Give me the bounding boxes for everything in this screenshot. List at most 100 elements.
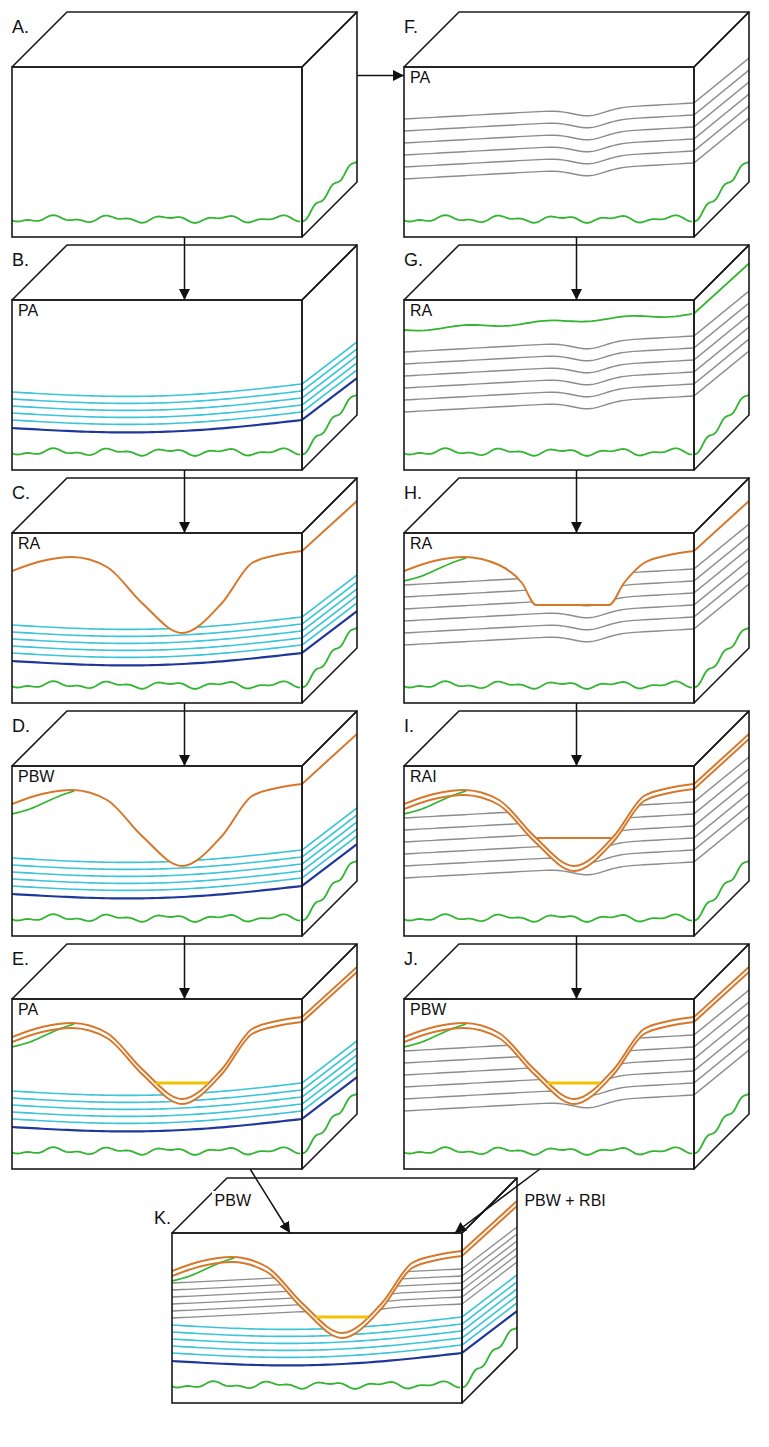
grey-stratum bbox=[694, 572, 749, 617]
grey-stratum bbox=[462, 1262, 517, 1304]
grey-stratum bbox=[404, 826, 694, 842]
panel-letter: I. bbox=[404, 717, 414, 735]
block-top bbox=[12, 12, 357, 67]
grey-stratum bbox=[404, 384, 694, 400]
basement-line bbox=[302, 861, 357, 921]
basement-line bbox=[12, 448, 300, 456]
grey-stratum bbox=[172, 1269, 462, 1283]
block-side bbox=[302, 478, 357, 703]
grey-stratum bbox=[694, 817, 749, 862]
block-front bbox=[404, 67, 694, 237]
stage-label: RA bbox=[410, 536, 432, 552]
valley-fill-top bbox=[548, 1082, 600, 1085]
blue-stratum bbox=[172, 1338, 462, 1350]
blue-stratum bbox=[12, 857, 302, 869]
grey-stratum bbox=[694, 351, 749, 396]
blue-stratum bbox=[12, 405, 302, 417]
stage-label: RAI bbox=[410, 769, 437, 785]
blue-stratum bbox=[12, 624, 302, 636]
grey-stratum bbox=[404, 127, 694, 143]
blue-stratum bbox=[12, 864, 302, 876]
panel-letter: D. bbox=[12, 717, 30, 735]
blue-stratum bbox=[302, 603, 357, 645]
block-panel: I.RAI bbox=[404, 766, 749, 936]
surface-line bbox=[404, 314, 692, 331]
block-front bbox=[12, 67, 302, 237]
flow-arrow bbox=[184, 936, 186, 999]
block-front bbox=[12, 533, 302, 703]
block-front bbox=[404, 999, 694, 1169]
grey-stratum bbox=[694, 118, 749, 163]
basement-line bbox=[404, 1147, 692, 1155]
grey-stratum bbox=[462, 1255, 517, 1297]
grey-stratum bbox=[694, 70, 749, 115]
blue-stratum bbox=[12, 645, 302, 657]
stage-label: PBW bbox=[410, 1002, 446, 1018]
blue-stratum bbox=[12, 391, 302, 403]
block-side bbox=[302, 944, 357, 1169]
blue-stratum bbox=[12, 412, 302, 424]
blue-stratum bbox=[12, 871, 302, 883]
grey-stratum bbox=[694, 805, 749, 850]
panel-letter: B. bbox=[12, 251, 29, 269]
flow-arrow bbox=[576, 237, 578, 300]
rock-block bbox=[172, 1178, 517, 1403]
grey-stratum bbox=[694, 58, 749, 103]
surface-line bbox=[694, 264, 749, 314]
blue-stratum bbox=[12, 398, 302, 410]
grey-stratum bbox=[694, 1014, 749, 1059]
basement-line bbox=[172, 1381, 460, 1389]
grey-stratum bbox=[404, 617, 694, 633]
grey-stratum bbox=[694, 291, 749, 336]
block-side bbox=[302, 245, 357, 470]
block-front bbox=[12, 999, 302, 1169]
grey-stratum bbox=[404, 163, 694, 179]
basement-line bbox=[12, 1147, 300, 1155]
blue-stratum bbox=[12, 638, 302, 650]
arrow-label: PBW + RBI bbox=[521, 1191, 608, 1211]
block-front bbox=[404, 766, 694, 936]
block-front bbox=[172, 1233, 462, 1403]
base-stratum bbox=[12, 1119, 302, 1131]
grey-stratum bbox=[172, 1276, 462, 1290]
grey-stratum bbox=[694, 106, 749, 151]
blue-stratum bbox=[12, 1111, 302, 1123]
grey-stratum bbox=[694, 303, 749, 348]
panel-letter: F. bbox=[404, 18, 418, 36]
blue-stratum bbox=[12, 1097, 302, 1109]
block-panel: E.PA bbox=[12, 999, 357, 1169]
valley-fill-top bbox=[316, 1316, 368, 1319]
grey-stratum bbox=[694, 781, 749, 826]
basement-line bbox=[302, 1094, 357, 1154]
blue-stratum bbox=[12, 1090, 302, 1102]
block-front bbox=[12, 300, 302, 470]
grey-stratum bbox=[404, 569, 694, 585]
basement-line bbox=[694, 628, 749, 688]
erosion-surface bbox=[302, 967, 357, 1017]
blue-stratum bbox=[12, 631, 302, 643]
panel-letter: K. bbox=[154, 1209, 171, 1227]
erosion-surface bbox=[12, 551, 302, 633]
erosion-surface bbox=[694, 967, 749, 1017]
block-front bbox=[404, 300, 694, 470]
old-valley-floor bbox=[537, 837, 611, 839]
flow-arrow bbox=[184, 237, 186, 300]
block-panel: H.RA bbox=[404, 533, 749, 703]
grey-stratum bbox=[404, 1095, 694, 1111]
grey-stratum bbox=[404, 115, 694, 131]
block-front bbox=[12, 766, 302, 936]
panel-letter: H. bbox=[404, 484, 422, 502]
block-panel: A. bbox=[12, 67, 357, 237]
blue-stratum bbox=[12, 1104, 302, 1116]
base-stratum bbox=[12, 886, 302, 898]
erosion-surface bbox=[462, 1201, 517, 1251]
block-panel: D.PBW bbox=[12, 766, 357, 936]
erosion-surface bbox=[694, 739, 749, 789]
flow-arrow bbox=[357, 75, 404, 77]
grey-stratum bbox=[404, 1047, 694, 1063]
block-panel: G.RA bbox=[404, 300, 749, 470]
grey-stratum bbox=[404, 348, 694, 364]
erosion-surface bbox=[694, 972, 749, 1022]
